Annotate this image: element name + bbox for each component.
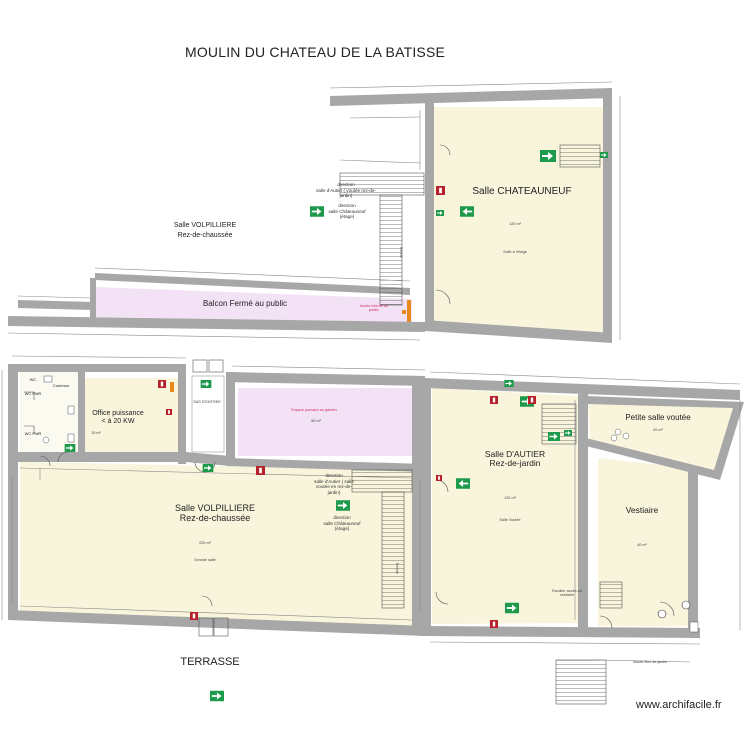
room-chateauneuf-area: 120 m² — [509, 222, 521, 226]
room-petite-area: 20 m² — [653, 428, 663, 432]
room-office-name: Office puissance — [92, 410, 144, 417]
wc-commun: Commun — [52, 383, 70, 388]
room-volpilliere-name: Salle VOLPILLIERE — [174, 503, 256, 513]
room-dautier-note: Salle Voutée — [499, 518, 521, 522]
room-volpilliere-upper-level: Rez-de-chaussée — [177, 232, 233, 239]
room-vestiaire-name: Vestiaire — [625, 505, 659, 515]
watermark: www.archifacile.fr — [636, 699, 722, 711]
direction-upper-2: salle d'Autier ( voutée rez-de-jardin) — [316, 188, 376, 199]
volpilliere-floor — [20, 462, 415, 628]
room-dautier-level: Rez-de-jardin — [489, 458, 541, 468]
room-volpilliere-area: 220 m² — [199, 541, 211, 545]
sas-label: SAS D'ENTREE — [193, 400, 221, 404]
direction-lower-3: direction — [333, 515, 351, 520]
wc-pmr-1: WC PMR — [24, 391, 42, 396]
direction-upper-4: salle Châteauneuf (étage) — [328, 209, 366, 220]
petite-floor — [588, 398, 735, 474]
direction-upper-1: direction — [337, 182, 355, 187]
balcon-floor — [95, 287, 412, 322]
access-note-vestiaire: Escalier accès au vestiaire — [552, 589, 582, 598]
direction-upper-3: direction — [338, 203, 356, 208]
room-balcon-name: Balcon Fermé au public — [202, 299, 288, 308]
upper-level — [7, 81, 621, 343]
espace-floor — [238, 388, 414, 456]
page-title: MOULIN DU CHATEAU DE LA BATISSE — [184, 44, 446, 60]
room-dautier-name: Salle D'AUTIER — [484, 449, 546, 459]
direction-lower-1: direction — [325, 473, 343, 478]
room-balcon-note: Accès interdit au public — [359, 304, 389, 313]
wc-pmr-2: WC PMR — [24, 431, 42, 436]
room-office-area: 15 m² — [91, 431, 101, 435]
access-note-jardin: Accès Rez de jardin — [633, 660, 667, 664]
toilet-icon — [42, 375, 630, 444]
room-chateauneuf-note: Salle à l'étage — [503, 250, 527, 254]
room-vestiaire-area: 40 m² — [637, 543, 647, 547]
room-volpilliere-level: Rez-de-chaussée — [179, 513, 251, 523]
door-icon — [435, 144, 451, 305]
espace-note: Espace pouvant au garden — [291, 408, 337, 412]
lower-level — [1, 310, 744, 705]
room-volpilliere-upper-name: Salle VOLPILLIERE — [173, 222, 237, 229]
stairs-label-upper: Trémie — [399, 246, 404, 259]
wc-3: WC — [29, 377, 37, 382]
room-petite-name: Petite salle voutée — [625, 413, 691, 422]
room-terrasse-name: TERRASSE — [180, 656, 240, 668]
room-volpilliere-note: Grande salle — [194, 558, 216, 562]
room-chateauneuf-name: Salle CHATEAUNEUF — [472, 186, 572, 197]
room-office-power: < à 20 KW — [101, 418, 135, 425]
stairs-label-lower: Trémie — [395, 562, 400, 575]
espace-area: 50 m² — [311, 419, 321, 423]
chateauneuf-floor — [433, 107, 604, 335]
room-dautier-area: 120 m² — [504, 496, 516, 500]
door-icon — [24, 359, 675, 637]
direction-lower-4: salle Châteauneuf (étage) — [323, 521, 361, 532]
stairs-icon — [339, 144, 601, 306]
office-floor — [84, 378, 178, 460]
dautier-floor — [432, 388, 578, 624]
direction-lower-2: salle d'Autier ( salle voutée en rez-de-… — [314, 479, 354, 495]
